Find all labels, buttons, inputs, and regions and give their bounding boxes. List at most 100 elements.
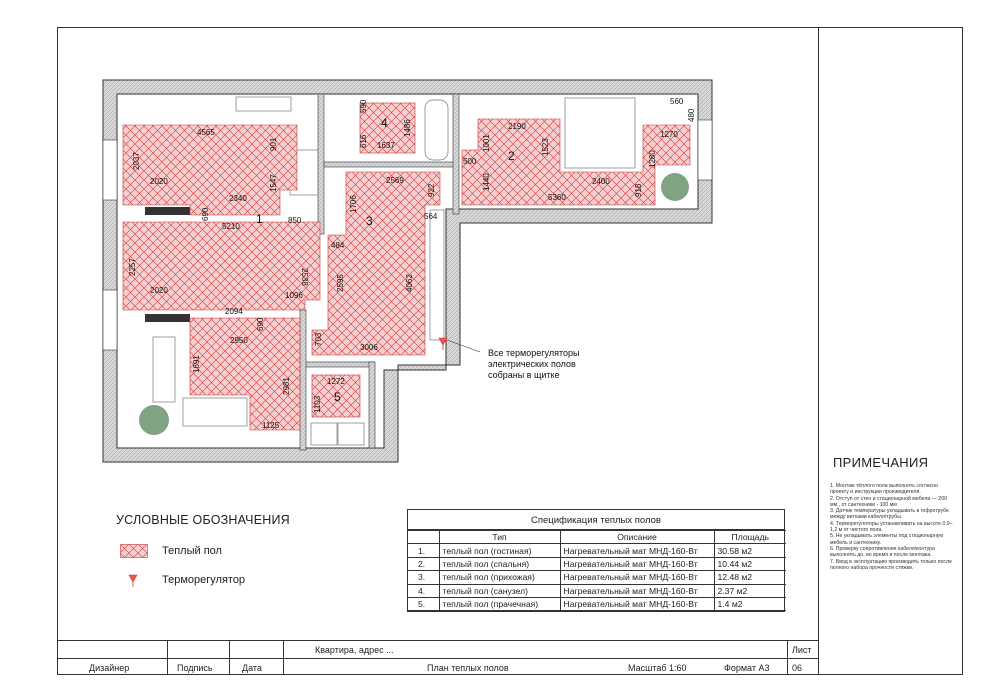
dim-label: 690 [256,317,265,331]
spec-cell-number: 3. [408,570,440,585]
dim-label: 590 [359,99,368,113]
dim-label: 1691 [192,355,201,373]
legend-thermostat: Терморегулятор [120,573,245,587]
dim-label: 480 [687,108,696,122]
dim-label: 2950 [230,336,248,345]
dim-label: 901 [269,137,278,151]
zone-living-bottom [189,317,301,431]
dim-label: 2020 [150,286,168,295]
dim-label: 616 [359,134,368,148]
zone-hall [311,171,441,356]
dim-label: 2538 [300,268,309,286]
legend-thermostat-label: Терморегулятор [162,574,246,586]
dim-label: 1486 [403,119,412,137]
plant-icon [139,173,689,435]
notes-column-divider [818,27,819,675]
table-row: 1. теплый пол (гостиная) Нагревательный … [408,543,786,558]
stamp-drawing-title: План теплых полов [427,663,509,673]
zone-bath [359,102,416,154]
dim-label: 2340 [229,194,247,203]
spec-header-row: Тип Описание Площадь [408,529,786,545]
warm-floor-swatch-icon [120,544,148,558]
furniture [152,96,636,446]
dim-label: 564 [424,212,438,221]
stamp-sheet-label: Лист [792,645,812,655]
dimension-labels: 4565 2037 901 1547 2020 2340 690 5210 85… [128,97,696,430]
zone-living-mid [122,221,321,311]
callout-leader [446,339,481,353]
spec-cell-type: теплый пол (прихожая) [438,570,561,585]
dim-label: 918 [634,183,643,197]
dim-label: 1125 [262,421,280,430]
warm-floor-zones [122,102,691,431]
stamp-signature: Подпись [177,663,213,673]
spec-header [408,529,440,545]
stamp-sheet-number: 06 [792,663,803,673]
note-item: 2. Отступ от стен и стационарной мебели … [830,495,947,508]
callout-line-3: собраны в щитке [488,370,560,380]
table-row: 3. теплый пол (прихожая) Нагревательный … [408,570,786,585]
note-item: 7. Ввод в эксплуатацию производить тольк… [830,558,952,571]
note-item: 4. Терморегуляторы устанавливать на высо… [830,520,953,534]
table-row: 2. теплый пол (спальня) Нагревательный м… [408,556,786,572]
dim-label: 2569 [386,176,404,185]
spec-cell-description: Нагревательный мат МНД-160-Вт [559,543,715,558]
zone-laundry [311,374,361,418]
spec-grid: Тип Описание Площадь 1. теплый пол (гост… [408,529,786,612]
callout-line-2: электрических полов [488,359,576,369]
spec-title: Спецификация теплых полов [408,510,784,530]
spec-cell-number: 2. [408,556,440,572]
dim-label: 4565 [197,128,215,137]
dim-label: 560 [670,97,684,106]
dim-label: 703 [314,332,323,346]
spec-cell-number: 5. [408,596,440,612]
zone-bedroom [461,118,691,206]
thermostat-icon [438,337,448,350]
stamp-address: Квартира, адрес ... [315,645,394,655]
dim-label: 2400 [592,177,610,186]
room-number-5: 5 [334,390,341,404]
dim-label: 484 [331,241,345,250]
dim-label: 2094 [225,307,243,316]
note-item: 5. Не укладывать элементы под стационарн… [830,533,944,546]
dim-label: 4062 [405,274,414,292]
dim-label: 3006 [360,343,378,352]
spec-cell-area: 10.44 м2 [713,556,786,572]
dim-label: 1270 [660,130,678,139]
dim-label: 1637 [377,141,395,150]
spec-cell-number: 1. [408,543,440,558]
spec-header: Описание [559,529,715,545]
notes-title: ПРИМЕЧАНИЯ [833,455,929,470]
spec-cell-area: 1.4 м2 [713,596,786,612]
dim-label: 850 [288,216,302,225]
dim-label: 2981 [282,377,291,395]
note-item: 3. Датчик температуры укладывать в гофро… [830,508,949,521]
dim-label: 1547 [269,174,278,192]
table-row: 4. теплый пол (санузел) Нагревательный м… [408,583,786,598]
spec-cell-number: 4. [408,583,440,598]
zone-living-top [122,124,298,216]
legend-warm-floor-label: Теплый пол [162,545,222,557]
room-number-4: 4 [381,116,388,130]
spec-table: Спецификация теплых полов Тип Описание П… [407,509,786,612]
note-item: 6. Проверку сопротивления кабеля/контура… [830,545,935,559]
spec-cell-area: 2.37 м2 [713,583,786,598]
dim-label: 2595 [336,274,345,292]
stamp-scale: Масштаб 1:60 [628,663,687,673]
spec-cell-description: Нагревательный мат МНД-160-Вт [559,570,715,585]
stamp-designer: Дизайнер [89,663,130,673]
dim-label: 2020 [150,177,168,186]
spec-cell-type: теплый пол (спальня) [438,556,561,572]
dim-label: 500 [463,157,477,166]
room-number-1: 1 [256,212,263,226]
spec-cell-description: Нагревательный мат МНД-160-Вт [559,583,715,598]
dim-label: 2037 [132,152,141,170]
spec-cell-description: Нагревательный мат МНД-160-Вт [559,596,715,612]
stamp-date: Дата [242,663,262,673]
dim-label: 1440 [482,173,491,191]
spec-header: Тип [438,529,561,545]
dim-label: 1272 [327,377,345,386]
dim-label: 5210 [222,222,240,231]
spec-cell-type: теплый пол (гостиная) [438,543,561,558]
